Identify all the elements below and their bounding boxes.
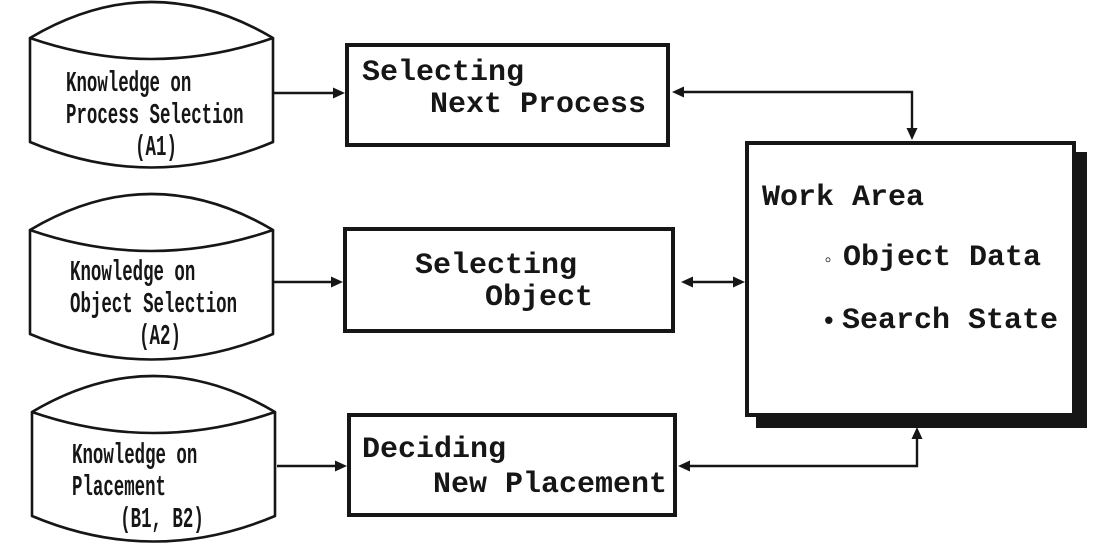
process-label-line: Deciding	[362, 433, 507, 467]
db-label-line: Object Selection	[70, 288, 238, 321]
process-label-line: Selecting	[415, 249, 578, 283]
arrow-deciding-new-placement-work-area	[678, 427, 923, 472]
arrow-selecting-next-process-work-area	[672, 86, 918, 140]
process-box-deciding-new-placement: Deciding New Placement	[347, 413, 677, 517]
bullet-icon: •	[821, 307, 837, 337]
work-area-box: Work Area ◦ Object Data • Search State	[745, 141, 1076, 417]
arrow-selecting-object-work-area	[681, 276, 745, 288]
work-area-item-label: Object Data	[843, 241, 1042, 275]
database-cylinder-a1	[28, 0, 275, 169]
process-label-line: Next Process	[430, 88, 647, 122]
process-label-line: New Placement	[433, 468, 668, 502]
db-label-line: Knowledge on	[70, 256, 196, 289]
process-box-selecting-next-process: Selecting Next Process	[345, 43, 670, 147]
database-cylinder-a2	[28, 192, 275, 361]
db-id-label: (A1)	[135, 131, 177, 164]
arrow-a2-to-selecting-object	[274, 276, 343, 288]
bullet-icon: ◦	[822, 250, 835, 273]
knowledge-db-a2-label: Knowledge on Object Selection (A2)	[70, 257, 250, 353]
work-area-item-label: Search State	[842, 304, 1059, 338]
knowledge-db-b1b2-label: Knowledge on Placement (B1, B2)	[72, 440, 252, 536]
db-label-line: Knowledge on	[66, 67, 192, 100]
process-box-selecting-object: Selecting Object	[343, 227, 675, 333]
db-id-label: (A2)	[139, 320, 181, 353]
db-id-label: (B1, B2)	[120, 503, 204, 536]
arrow-b1b2-to-deciding-new-placement	[277, 460, 347, 472]
db-label-line: Knowledge on	[72, 439, 198, 472]
db-label-line: Process Selection	[66, 99, 244, 132]
arrow-a1-to-selecting-next-process	[272, 87, 345, 99]
database-cylinder-b1b2	[30, 374, 277, 543]
process-label-line: Object	[485, 281, 594, 315]
process-label-line: Selecting	[362, 56, 525, 90]
knowledge-db-a1-label: Knowledge on Process Selection (A1)	[66, 68, 246, 164]
work-area-title: Work Area	[762, 181, 925, 215]
db-label-line: Placement	[72, 471, 166, 504]
